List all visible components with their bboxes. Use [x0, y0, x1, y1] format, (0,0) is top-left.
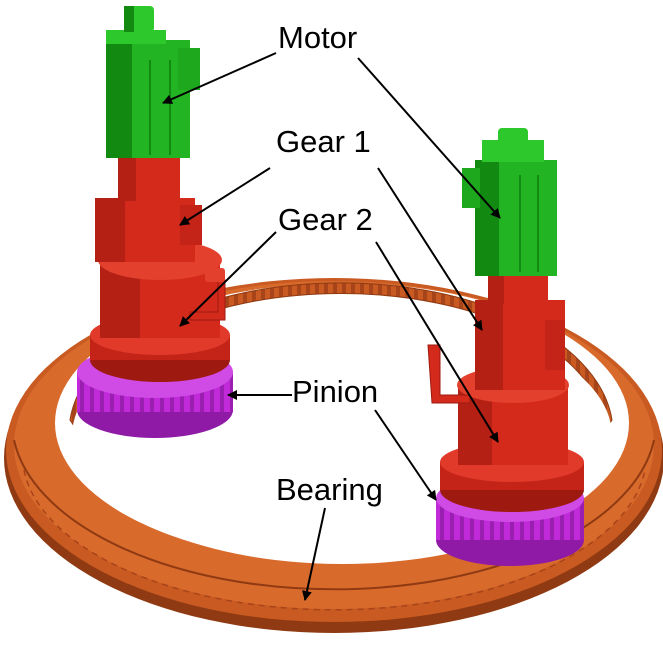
right-drive-unit [427, 128, 584, 566]
gear1-arrow-left [179, 167, 271, 226]
gear1-arrow-right [377, 167, 483, 331]
motor-arrow-left [162, 52, 277, 104]
pinion-arrow-right [374, 409, 437, 501]
label-motor: Motor [278, 20, 357, 55]
gear2-arrow-left [179, 231, 277, 327]
label-gear-2: Gear 2 [278, 202, 373, 237]
label-pinion: Pinion [292, 374, 378, 409]
motor-arrow-right [357, 57, 501, 219]
gear2-arrow-right [375, 241, 499, 443]
annotation-arrows [162, 52, 501, 601]
left-gear-1 [95, 155, 202, 262]
left-drive-unit [77, 6, 233, 438]
left-motor [106, 6, 200, 158]
label-bearing: Bearing [276, 472, 383, 507]
bearing-arrow [302, 507, 326, 601]
right-motor [462, 128, 557, 276]
label-gear-1: Gear 1 [276, 124, 371, 159]
right-gear-1 [475, 272, 565, 390]
